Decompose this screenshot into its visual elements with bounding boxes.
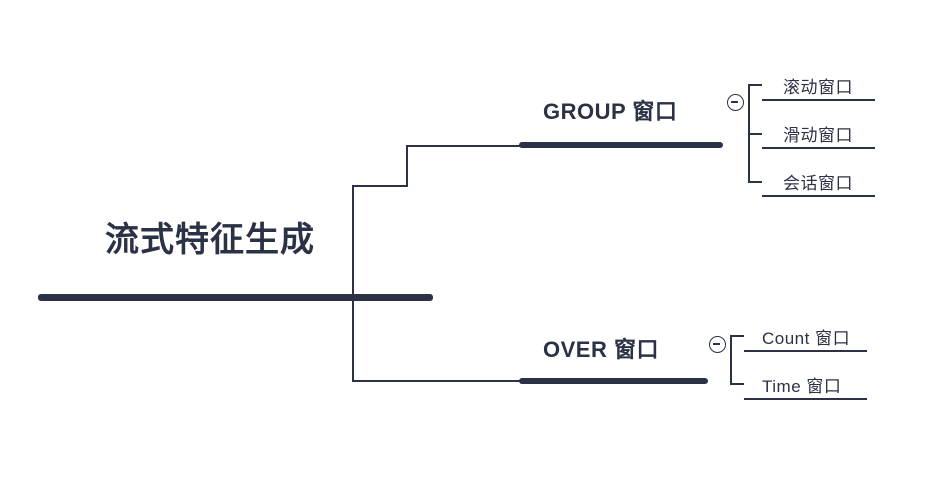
leaf-underline-group-0 [762,99,875,101]
leaf-label-group-2: 会话窗口 [783,174,853,193]
connector-group-leaf-1 [748,84,762,86]
connector-group-leaf-3 [748,181,762,183]
connector-root-to-over-vertical [352,296,354,382]
minus-circle-icon-group[interactable] [727,94,744,111]
leaf-underline-over-0 [744,350,867,352]
leaf-underline-group-2 [762,195,875,197]
root-node-underline [38,294,433,301]
connector-over-leaf-2 [730,383,744,385]
leaf-label-over-0: Count 窗口 [762,329,851,348]
connector-over-leaves-vertical [730,335,732,385]
connector-group-stub-vertical [406,145,408,187]
connector-group-leaf-2 [748,133,762,135]
connector-group-stub-horizontal [406,145,521,147]
branch-underline-over [519,378,708,384]
connector-root-to-group-vertical [352,185,354,297]
branch-label-group: GROUP 窗口 [543,99,678,124]
branch-label-over: OVER 窗口 [543,337,659,362]
leaf-underline-over-1 [744,398,867,400]
connector-root-to-group-horizontal [352,185,407,187]
leaf-label-group-1: 滑动窗口 [783,126,853,145]
connector-over-leaf-1 [730,335,744,337]
minus-circle-icon-over[interactable] [709,336,726,353]
leaf-label-group-0: 滚动窗口 [783,78,853,97]
leaf-label-over-1: Time 窗口 [762,377,842,396]
connector-root-to-over-horizontal [352,380,520,382]
branch-underline-group [519,142,723,148]
root-node-label: 流式特征生成 [105,221,315,259]
leaf-underline-group-1 [762,147,875,149]
